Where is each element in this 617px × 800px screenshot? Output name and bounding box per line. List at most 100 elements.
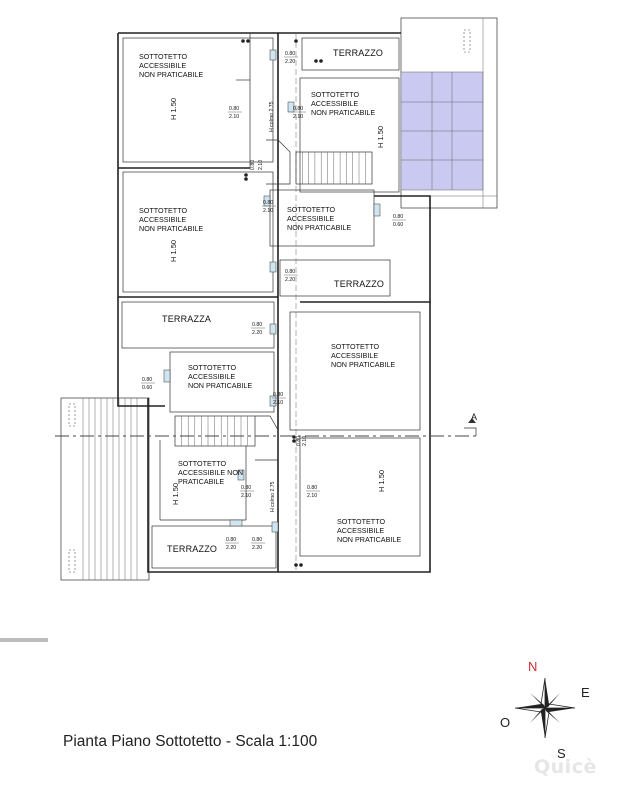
room-label-line: NON PRATICABILE (139, 70, 203, 79)
room-label: SOTTOTETTO ACCESSIBILE NON PRATICABILE (188, 363, 252, 390)
opening-label: 0.80 2.20 (284, 51, 298, 65)
page-edge-line (0, 638, 48, 642)
room-label-line: SOTTOTETTO (178, 459, 226, 468)
opening-width: 0.80 (226, 537, 236, 543)
opening-width: 0.80 (229, 106, 239, 112)
opening-width: 0.80 (285, 269, 295, 275)
room-label-line: ACCESSIBILE (188, 372, 235, 381)
opening-width: 0.80 (293, 106, 303, 112)
opening-height: 2.10 (258, 160, 264, 170)
height-label: H 1.50 (377, 470, 386, 492)
room-label-line: NON PRATICABILE (188, 381, 252, 390)
opening-label: 0.80 2.10 (292, 106, 306, 120)
room-label-line: NON PRATICABILE (337, 535, 401, 544)
opening-width: 0.80 (250, 160, 256, 170)
height-label: H 1.50 (169, 98, 178, 120)
opening-width: 0.80 (252, 322, 262, 328)
opening-label: 0.80 2.20 (251, 322, 265, 336)
room-label-line: ACCESSIBILE (331, 351, 378, 360)
opening-height: 2.10 (302, 436, 308, 446)
room-label: SOTTOTETTO ACCESSIBILE NON PRATICABILE (331, 342, 395, 369)
opening-label: 0.80 0.60 (392, 214, 406, 228)
opening-height: 2.10 (263, 208, 273, 214)
room-label-line: SOTTOTETTO (188, 363, 236, 372)
opening-label: 0.80 2.10 (272, 392, 286, 406)
opening-width: 0.80 (263, 200, 273, 206)
room-label: SOTTOTETTO ACCESSIBILE NON PRATICABILE (287, 205, 351, 232)
opening-width: 0.80 (142, 377, 152, 383)
room-label: SOTTOTETTO ACCESSIBILE NON PRATICABILE (311, 90, 375, 117)
door-openings (163, 49, 381, 533)
section-marker-label: A (471, 412, 477, 422)
opening-height: 0.60 (142, 385, 152, 391)
opening-height: 2.10 (229, 114, 239, 120)
room-label: SOTTOTETTO ACCESSIBILE NON PRATICABILE (139, 206, 203, 233)
opening-height: 0.60 (393, 222, 403, 228)
opening-label: 0.80 2.20 (225, 537, 239, 551)
terrace-label: TERRAZZA (162, 314, 211, 324)
stairs-upper (266, 139, 373, 185)
opening-width: 0.80 (273, 392, 283, 398)
room-label-line: SOTTOTETTO (331, 342, 379, 351)
room-label-line: SOTTOTETTO (139, 206, 187, 215)
opening-label: 0.80 2.10 (306, 485, 320, 499)
room-label-line: SOTTOTETTO (139, 52, 187, 61)
ridge-height-label: H colmo 2.75 (270, 481, 276, 512)
room-label-line: NON PRATICABILE (331, 360, 395, 369)
opening-label: 0.80 2.20 (284, 269, 298, 283)
opening-height: 2.20 (226, 545, 236, 551)
opening-width: 0.80 (307, 485, 317, 491)
stairs-lower (174, 415, 279, 461)
opening-height: 2.10 (273, 400, 283, 406)
room-label-line: ACCESSIBILE (287, 214, 334, 223)
opening-height: 2.20 (252, 545, 262, 551)
compass-south-label: S (557, 746, 566, 761)
room-label-line: NON PRATICABILE (287, 223, 351, 232)
compass-east-label: E (581, 685, 590, 700)
ridge-height-label: H colmo 2.75 (269, 101, 275, 132)
roof-solar-panel (400, 17, 498, 209)
opening-height: 2.20 (252, 330, 262, 336)
room-label-line: ACCESSIBILE (139, 215, 186, 224)
compass-west-label: O (500, 715, 510, 730)
opening-height: 2.10 (241, 493, 251, 499)
terrace-label: TERRAZZO (167, 544, 217, 554)
height-label: H 1.50 (376, 126, 385, 148)
room-label-line: ACCESSIBILE (139, 61, 186, 70)
opening-label: 0.80 2.20 (251, 537, 265, 551)
opening-width: 0.80 (296, 436, 302, 446)
height-label: H 1.50 (171, 483, 180, 505)
opening-height: 2.20 (285, 59, 295, 65)
compass-rose-icon: N E O S (500, 659, 590, 761)
room-label-line: ACCESSIBILE (311, 99, 358, 108)
compass-north-label: N (528, 659, 537, 674)
room-label-line: SOTTOTETTO (337, 517, 385, 526)
small-markers (241, 39, 323, 567)
room-label-line: SOTTOTETTO (287, 205, 335, 214)
room-label: SOTTOTETTO ACCESSIBILE NON PRATICABILE (337, 517, 401, 544)
room-label-line: ACCESSIBILE (337, 526, 384, 535)
room-label-line: SOTTOTETTO (311, 90, 359, 99)
opening-height: 2.10 (307, 493, 317, 499)
terrace-label: TERRAZZO (334, 279, 384, 289)
watermark-logo: Quicè (534, 756, 597, 778)
room-label-line: NON PRATICABILE (139, 224, 203, 233)
room-label: SOTTOTETTO ACCESSIBILE NON PRATICABILE (178, 459, 243, 486)
opening-width: 0.80 (393, 214, 403, 220)
opening-width: 0.80 (252, 537, 262, 543)
room-label-line: ACCESSIBILE NON (178, 468, 243, 477)
plan-caption: Pianta Piano Sottotetto - Scala 1:100 (63, 733, 318, 750)
terrace-label: TERRAZZO (333, 48, 383, 58)
opening-label: 0.80 2.10 (228, 106, 242, 120)
walls (117, 32, 431, 573)
opening-label: 0.80 2.10 (262, 200, 276, 214)
height-label: H 1.50 (169, 240, 178, 262)
opening-width: 0.80 (285, 51, 295, 57)
room-label-line: PRATICABILE (178, 477, 224, 486)
opening-height: 2.10 (293, 114, 303, 120)
opening-label: 0.802.10 (240, 485, 254, 499)
opening-height: 2.20 (285, 277, 295, 283)
